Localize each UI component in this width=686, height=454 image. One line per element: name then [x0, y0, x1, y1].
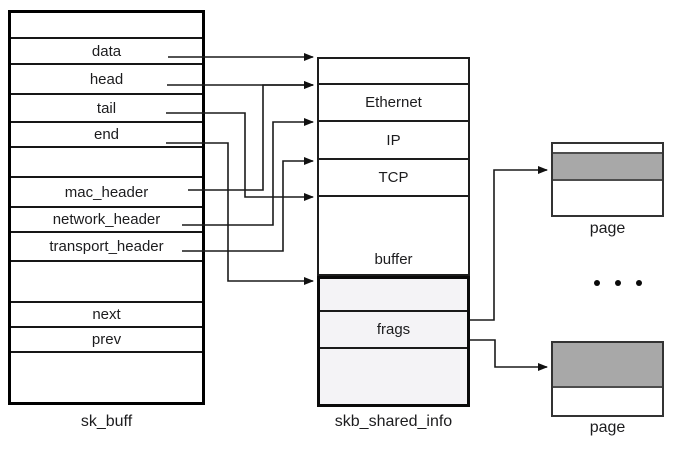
page-top-body [553, 181, 662, 215]
page-box-bottom [551, 341, 664, 417]
sk-buff-row-empty [11, 353, 202, 402]
connector-frags-to-page-top [470, 166, 548, 321]
page-top-label: page [589, 220, 626, 237]
shared-info-row-empty [320, 279, 467, 312]
sk-buff-row-end: end [11, 123, 202, 148]
page-top-gray-band [553, 152, 662, 181]
sk-buff-row-empty [11, 148, 202, 178]
sk-buff-row-network-header: network_header [11, 208, 202, 233]
page-bottom-label: page [589, 419, 626, 436]
buffer-row-tcp: TCP [319, 160, 468, 197]
sk-buff-box: data head tail end mac_header network_he… [8, 10, 205, 405]
sk-buff-row-prev: prev [11, 328, 202, 353]
ellipsis-icon [594, 278, 642, 288]
page-box-top [551, 142, 664, 217]
sk-buff-label: sk_buff [80, 413, 133, 430]
sk-buff-row-tail: tail [11, 95, 202, 123]
sk-buff-row-empty [11, 262, 202, 303]
connector-mac-header-to-ethernet [188, 81, 314, 191]
shared-info-row-empty [320, 349, 467, 404]
sk-buff-row-head: head [11, 65, 202, 95]
skb-shared-info-label: skb_shared_info [334, 413, 453, 430]
sk-buff-row-data: data [11, 39, 202, 65]
buffer-box: Ethernet IP TCP buffer [317, 57, 470, 276]
sk-buff-row-mac-header: mac_header [11, 178, 202, 208]
buffer-row-headroom [319, 59, 468, 85]
page-top-white-strip [553, 144, 662, 152]
buffer-row-ethernet: Ethernet [319, 85, 468, 122]
sk-buff-row-next: next [11, 303, 202, 328]
page-bottom-gray-band [553, 343, 662, 388]
page-bottom-body [553, 388, 662, 415]
skb-shared-info-box: frags [317, 276, 470, 407]
sk-buff-row-transport-header: transport_header [11, 233, 202, 262]
buffer-row-ip: IP [319, 122, 468, 160]
shared-info-row-frags: frags [320, 312, 467, 349]
buffer-area-label: buffer [374, 251, 413, 268]
connector-frags-to-page-bottom [470, 339, 548, 371]
sk-buff-row-empty [11, 13, 202, 39]
